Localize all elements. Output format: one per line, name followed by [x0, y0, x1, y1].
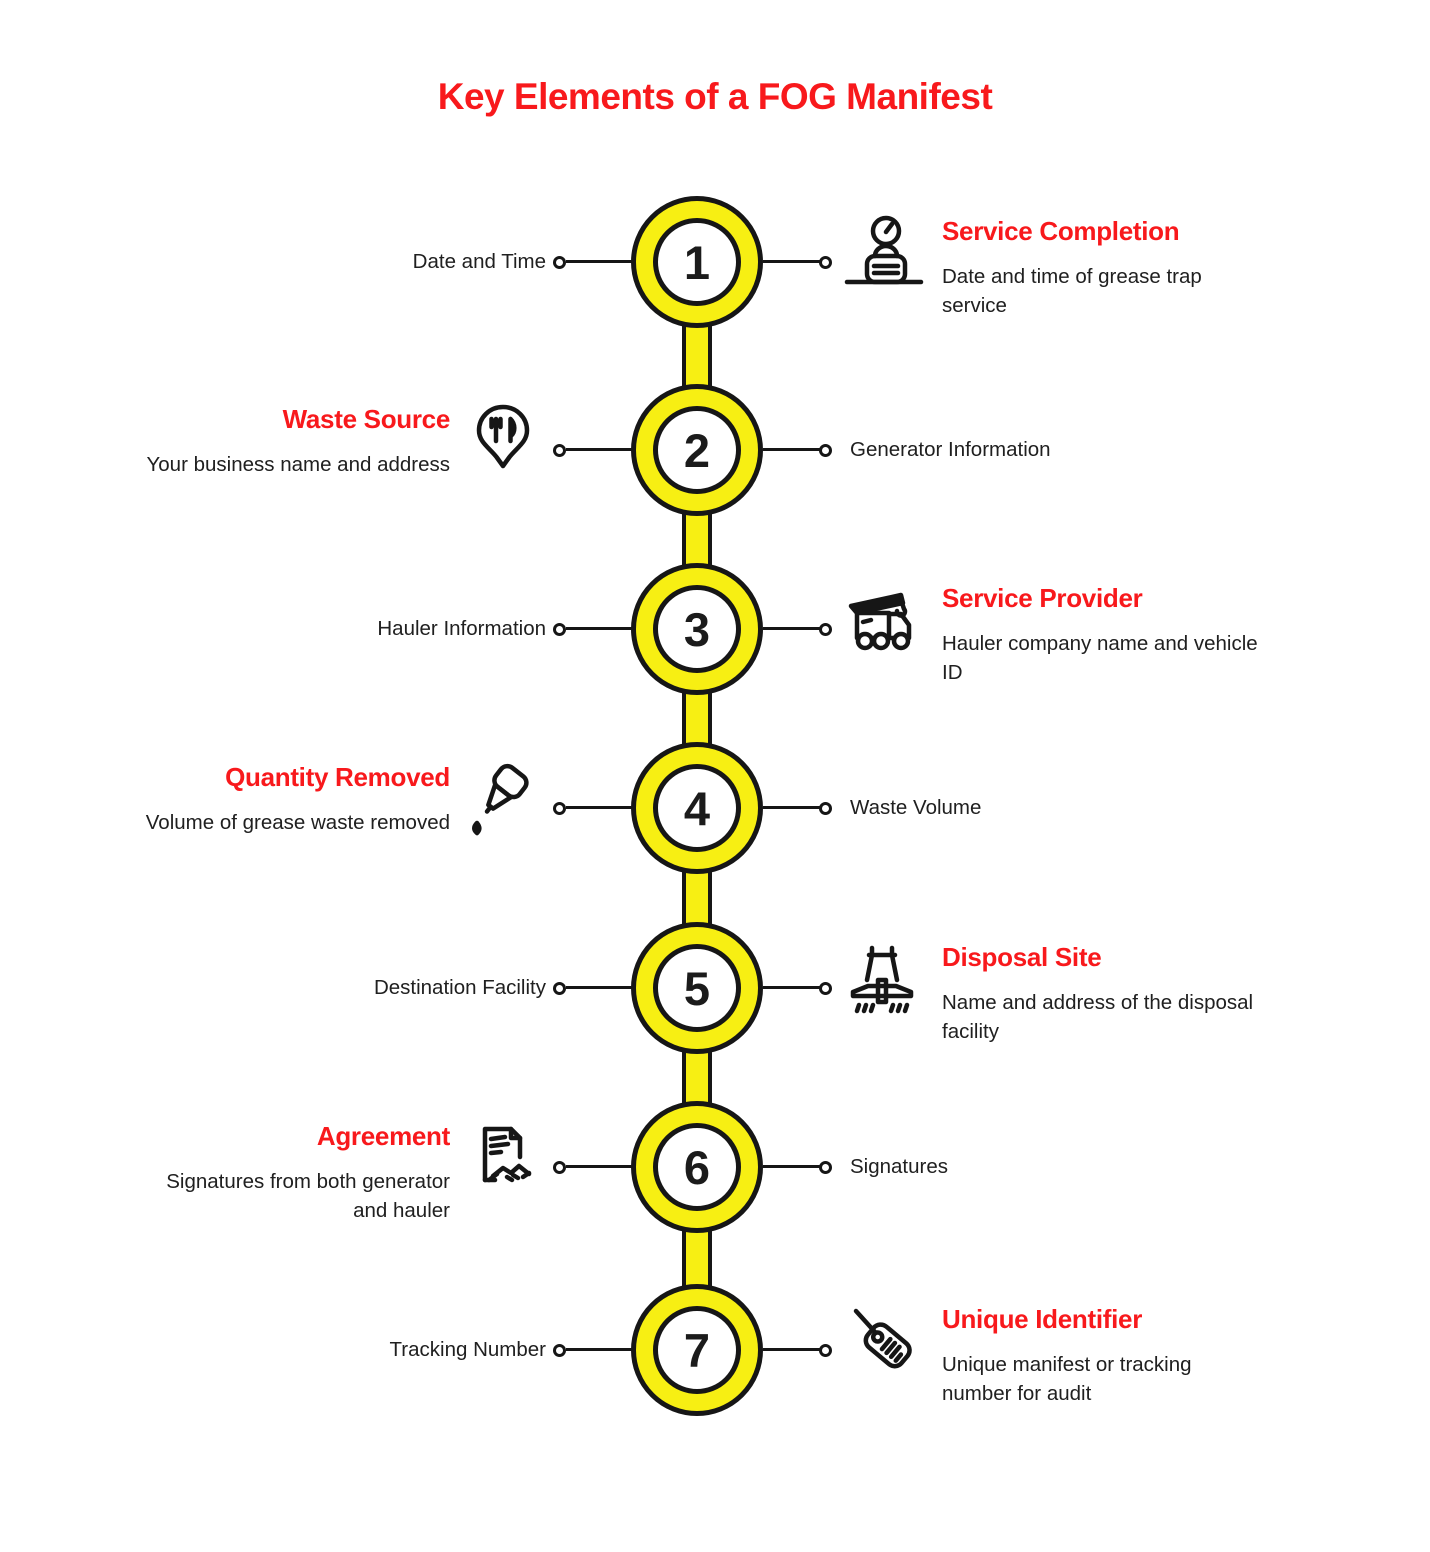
connector-line [566, 1165, 632, 1168]
connector-line [763, 1165, 820, 1168]
clock-worker-icon [841, 214, 925, 298]
connector-line [763, 986, 820, 989]
step-detail: Unique Identifier Unique manifest or tra… [942, 1304, 1347, 1408]
connector-line [566, 1348, 632, 1351]
step-heading: Disposal Site [942, 942, 1102, 972]
connector-line [763, 448, 820, 451]
connector-endpoint [819, 802, 832, 815]
step-description: Unique manifest or tracking number for a… [942, 1353, 1192, 1405]
step-detail: Quantity Removed Volume of grease waste … [45, 762, 451, 838]
step-number: 4 [683, 781, 711, 835]
step-detail: Waste Source Your business name and addr… [45, 404, 450, 480]
step-label: Generator Information [850, 438, 1051, 461]
step-description: Your business name and address [146, 453, 450, 476]
step-label: Date and Time [412, 250, 546, 273]
step-label: Tracking Number [389, 1338, 546, 1361]
restaurant-location-pin-icon [461, 402, 545, 486]
step-heading: Agreement [316, 1121, 450, 1151]
step-number: 3 [683, 602, 711, 656]
step-heading: Service Provider [942, 583, 1143, 613]
step-label: Hauler Information [377, 617, 546, 640]
step-number: 7 [683, 1323, 711, 1377]
connector-line [566, 986, 632, 989]
crane-truck-icon [841, 581, 925, 665]
connector-line [566, 806, 632, 809]
connector-endpoint [553, 256, 566, 269]
oil-bottle-drop-icon [461, 760, 545, 844]
step-heading: Waste Source [282, 404, 451, 434]
step-number-badge: 7 [631, 1284, 763, 1416]
step-description: Date and time of grease trap service [942, 265, 1202, 317]
connector-line [763, 806, 820, 809]
connector-line [566, 260, 632, 263]
step-label: Signatures [850, 1155, 949, 1178]
step-heading: Quantity Removed [225, 762, 450, 792]
step-number-badge: 6 [631, 1101, 763, 1233]
treatment-plant-icon [841, 940, 925, 1024]
connector-line [566, 448, 632, 451]
connector-endpoint [819, 444, 832, 457]
connector-line [763, 627, 820, 630]
connector-endpoint [819, 982, 832, 995]
step-description: Name and address of the disposal facilit… [942, 991, 1254, 1043]
connector-line [763, 1348, 820, 1351]
step-heading: Unique Identifier [942, 1304, 1143, 1334]
step-label: Destination Facility [373, 976, 546, 999]
step-number-badge: 2 [631, 384, 763, 516]
connector-endpoint [819, 1344, 832, 1357]
connector-endpoint [553, 982, 566, 995]
step-description: Signatures from both generator and haule… [166, 1170, 450, 1222]
connector-endpoint [819, 1161, 832, 1174]
connector-endpoint [819, 623, 832, 636]
tracking-tag-icon [841, 1302, 925, 1386]
step-number-badge: 1 [631, 196, 763, 328]
step-number-badge: 5 [631, 922, 763, 1054]
step-number: 1 [683, 235, 711, 289]
connector-endpoint [819, 256, 832, 269]
step-heading: Service Completion [942, 216, 1180, 246]
step-number: 2 [683, 423, 711, 477]
step-number-badge: 4 [631, 742, 763, 874]
step-detail: Service Provider Hauler company name and… [942, 583, 1347, 687]
contract-handshake-icon [461, 1119, 545, 1203]
step-label: Waste Volume [850, 796, 982, 819]
connector-endpoint [553, 623, 566, 636]
connector-endpoint [553, 444, 566, 457]
step-number-badge: 3 [631, 563, 763, 695]
step-number: 5 [683, 961, 711, 1015]
connector-line [566, 627, 632, 630]
connector-endpoint [553, 802, 566, 815]
step-description: Volume of grease waste removed [145, 811, 450, 834]
step-detail: Disposal Site Name and address of the di… [942, 942, 1347, 1046]
step-description: Hauler company name and vehicle ID [942, 632, 1258, 684]
connector-endpoint [553, 1161, 566, 1174]
infographic-title: Key Elements of a FOG Manifest [437, 76, 993, 117]
connector-line [763, 260, 820, 263]
connector-endpoint [553, 1344, 566, 1357]
step-detail: Service Completion Date and time of grea… [942, 216, 1347, 320]
step-number: 6 [683, 1140, 711, 1194]
step-detail: Agreement Signatures from both generator… [45, 1121, 450, 1225]
